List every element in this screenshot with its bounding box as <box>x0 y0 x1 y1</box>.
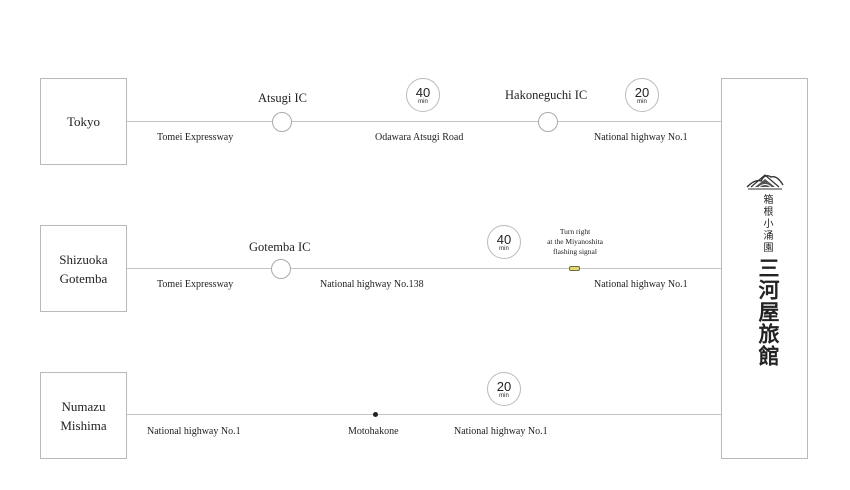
tokyo-road3-label: National highway No.1 <box>594 132 688 143</box>
destination-subname: 箱根小涌園 <box>761 194 772 254</box>
numazu-time1-unit: min <box>499 393 509 399</box>
gotemba-ic-marker <box>271 259 291 279</box>
origin-tokyo-box: Tokyo <box>40 78 127 165</box>
origin-shizuoka-label: Shizuoka <box>59 251 108 267</box>
route-line-gotemba <box>126 268 722 269</box>
numazu-road2-label: National highway No.1 <box>454 426 548 437</box>
turn-note-line3: flashing signal <box>553 247 597 256</box>
tokyo-time1-badge: 40 min <box>406 78 440 112</box>
route-line-tokyo <box>126 121 722 122</box>
ryokan-crest-logo <box>746 174 784 190</box>
origin-tokyo-label: Tokyo <box>66 114 101 129</box>
route-line-numazu <box>126 414 722 415</box>
tokyo-time2-badge: 20 min <box>625 78 659 112</box>
numazu-road1-label: National highway No.1 <box>147 426 241 437</box>
tokyo-time1-unit: min <box>418 99 428 105</box>
turn-note-line1: Turn right <box>559 227 591 236</box>
gotemba-time1-unit: min <box>499 246 509 252</box>
numazu-time1-value: 20 <box>496 379 512 394</box>
atsugi-ic-marker <box>272 112 292 132</box>
tokyo-time1-value: 40 <box>415 85 431 100</box>
gotemba-road1-label: Tomei Expressway <box>157 279 234 290</box>
gotemba-time1-badge: 40 min <box>487 225 521 259</box>
gotemba-ic-label: Gotemba IC <box>249 240 311 254</box>
destination-box: 箱根小涌園 三河屋旅館 <box>721 78 808 459</box>
tokyo-road2-label: Odawara Atsugi Road <box>375 132 464 143</box>
tokyo-time2-unit: min <box>637 99 647 105</box>
origin-mishima-label: Mishima <box>60 417 107 433</box>
gotemba-road3-label: National highway No.1 <box>594 279 688 290</box>
motohakone-point-marker <box>373 412 378 417</box>
hakoneguchi-ic-label: Hakoneguchi IC <box>505 88 588 102</box>
numazu-time1-badge: 20 min <box>487 372 521 406</box>
gotemba-time1-value: 40 <box>496 232 512 247</box>
traffic-signal-icon <box>569 266 580 271</box>
hakoneguchi-ic-marker <box>538 112 558 132</box>
origin-shizuoka-gotemba-box: Shizuoka Gotemba <box>40 225 127 312</box>
turn-note-line2: at the Miyanoshita <box>547 237 603 246</box>
destination-name: 三河屋旅館 <box>756 257 781 367</box>
origin-numazu-label: Numazu <box>61 398 106 414</box>
tokyo-time2-value: 20 <box>634 85 650 100</box>
origin-numazu-mishima-box: Numazu Mishima <box>40 372 127 459</box>
motohakone-label: Motohakone <box>348 426 399 437</box>
atsugi-ic-label: Atsugi IC <box>258 91 307 105</box>
miyanoshita-turn-note: Turn right at the Miyanoshita flashing s… <box>540 227 610 257</box>
origin-gotemba-label: Gotemba <box>59 270 108 286</box>
tokyo-road1-label: Tomei Expressway <box>157 132 234 143</box>
gotemba-road2-label: National highway No.138 <box>320 279 424 290</box>
